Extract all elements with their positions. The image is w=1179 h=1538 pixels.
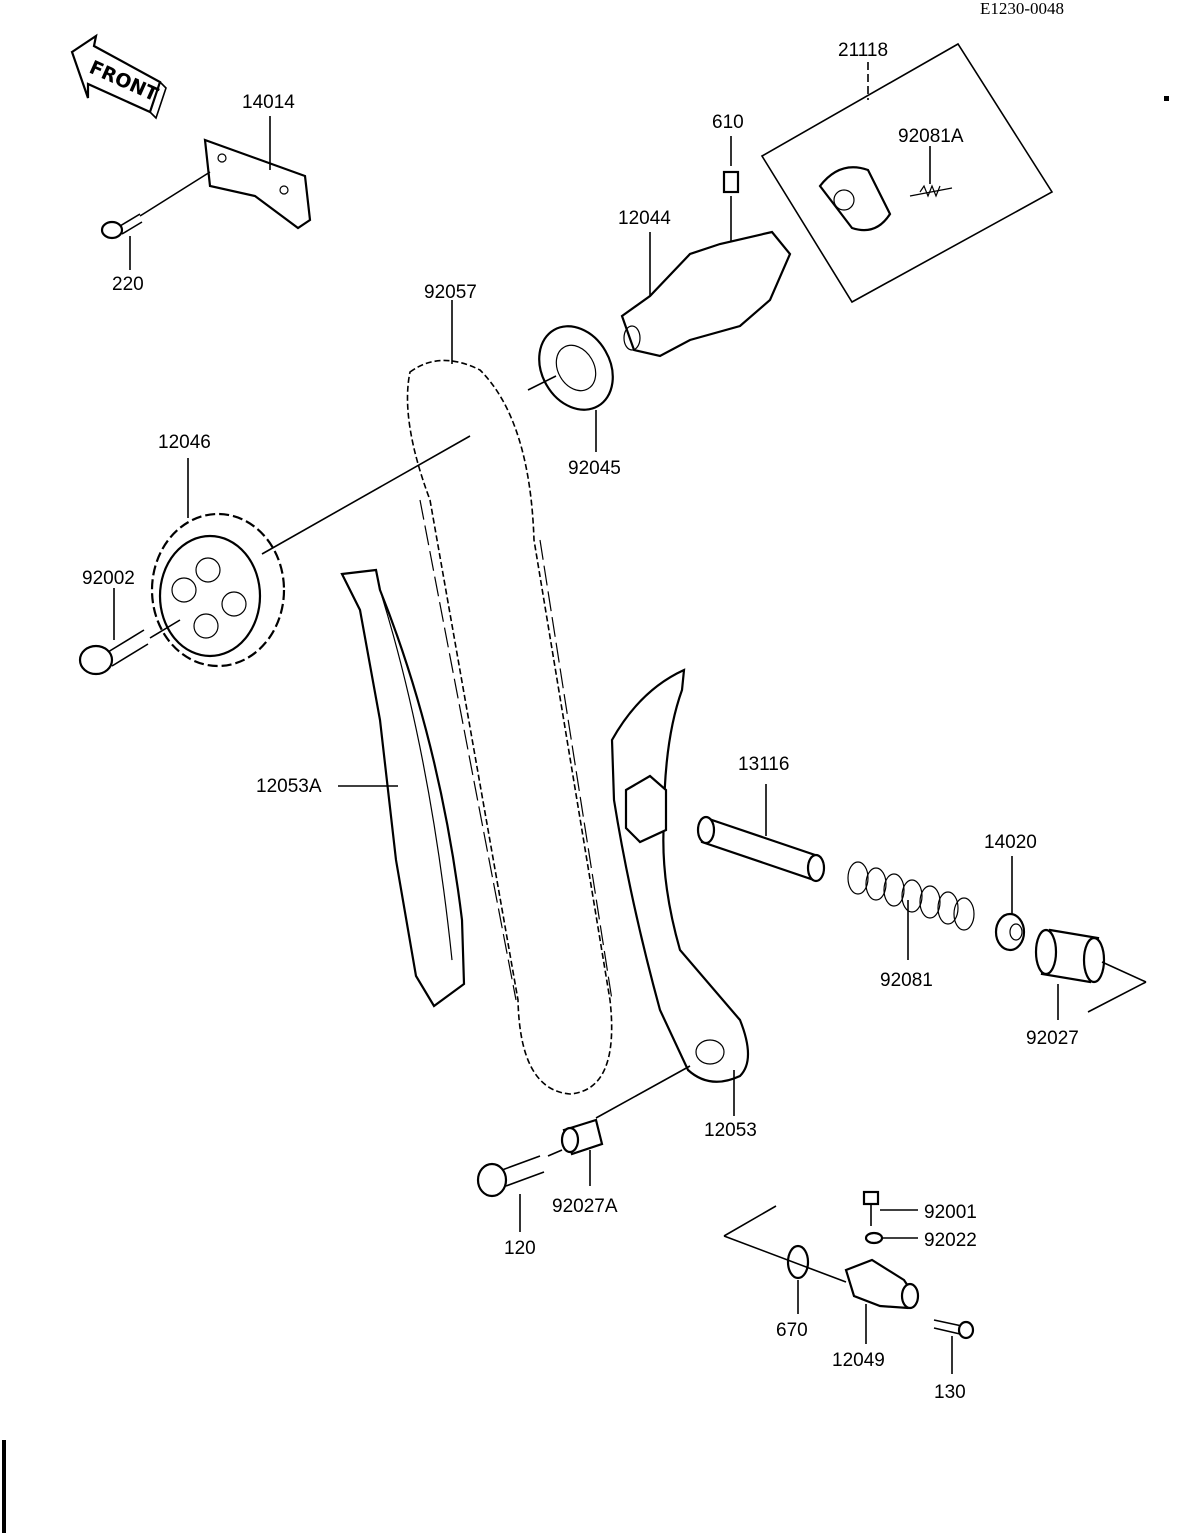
collar-92027A <box>560 1118 604 1156</box>
camshaft-12044 <box>620 230 792 358</box>
label-12044: 12044 <box>618 208 671 229</box>
label-92081A: 92081A <box>898 126 964 147</box>
label-12049: 12049 <box>832 1350 885 1371</box>
collar-92027 <box>1034 928 1106 984</box>
label-14020: 14020 <box>984 832 1037 853</box>
label-92081: 92081 <box>880 970 933 991</box>
timing-chain-92057 <box>406 359 613 1095</box>
label-92022: 92022 <box>924 1230 977 1251</box>
label-13116: 13116 <box>738 754 789 775</box>
pin-610 <box>722 170 740 194</box>
o-ring-670 <box>786 1244 810 1280</box>
label-92001: 92001 <box>924 1202 977 1223</box>
chain-guide-12053A <box>340 568 466 1008</box>
diagram-code: E1230-0048 <box>980 0 1064 18</box>
label-92027: 92027 <box>1026 1028 1079 1049</box>
tensioner-arm-12053 <box>610 668 750 1083</box>
label-670: 670 <box>776 1320 808 1341</box>
bolt-130 <box>933 1319 975 1340</box>
sprocket-12046 <box>150 512 286 668</box>
label-12053: 12053 <box>704 1120 757 1141</box>
cap-14020 <box>994 912 1026 952</box>
bolt-120 <box>476 1155 545 1198</box>
edge-mark <box>1164 96 1169 101</box>
label-610: 610 <box>712 112 744 133</box>
label-130: 130 <box>934 1382 966 1403</box>
bearing-92045 <box>538 325 614 411</box>
washer-92022 <box>864 1231 884 1245</box>
screw-220 <box>100 213 143 240</box>
label-12053A: 12053A <box>256 776 322 797</box>
label-92027A: 92027A <box>552 1196 618 1217</box>
bolt-92001 <box>862 1190 880 1226</box>
label-14014: 14014 <box>242 92 295 113</box>
label-92057: 92057 <box>424 282 477 303</box>
tensioner-body-12049 <box>844 1258 920 1310</box>
label-220: 220 <box>112 274 144 295</box>
label-12046: 12046 <box>158 432 211 453</box>
label-92002: 92002 <box>82 568 135 589</box>
spring-92081 <box>847 861 975 931</box>
bracket-14014 <box>203 138 312 230</box>
label-21118: 21118 <box>838 40 888 61</box>
front-arrow-icon: FRONT <box>70 33 167 120</box>
kit-box-21118 <box>760 42 1054 304</box>
label-92045: 92045 <box>568 458 621 479</box>
bolt-92002 <box>78 629 149 676</box>
rod-13116 <box>696 815 826 883</box>
label-120: 120 <box>504 1238 536 1259</box>
